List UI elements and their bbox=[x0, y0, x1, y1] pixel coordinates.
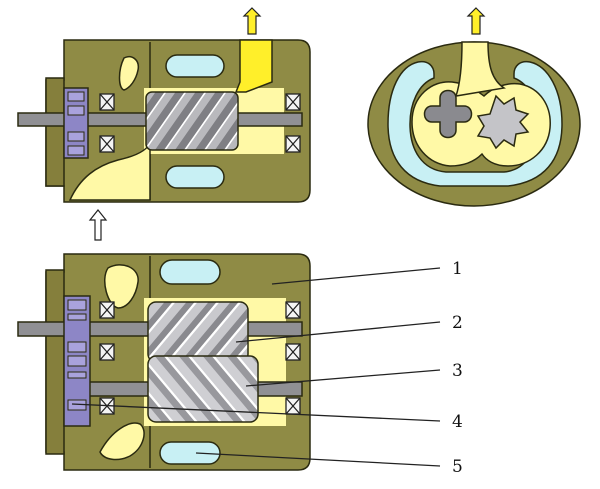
bottom-screw-drive bbox=[147, 301, 249, 363]
callouts: 1 2 3 4 5 bbox=[71, 259, 463, 477]
top-inlet-kidney bbox=[118, 56, 140, 91]
end-coolant-jacket bbox=[387, 60, 563, 187]
callout-3: 3 bbox=[452, 361, 463, 381]
end-rotor-left bbox=[423, 89, 473, 139]
end-rotor-right bbox=[476, 94, 530, 150]
top-discharge-passage bbox=[234, 39, 273, 93]
end-discharge-arrow bbox=[466, 7, 486, 35]
bottom-inlet-kidney-lower bbox=[99, 422, 145, 461]
bottom-section-view bbox=[17, 253, 311, 471]
top-coolant-slot-lower bbox=[165, 165, 225, 189]
top-screw-rotor bbox=[145, 91, 239, 151]
bottom-screw-idler bbox=[147, 355, 259, 423]
top-section-view bbox=[17, 39, 311, 203]
callout-1: 1 bbox=[452, 259, 463, 279]
end-rotor-pocket bbox=[411, 81, 551, 167]
bottom-inlet-kidney-upper bbox=[104, 264, 139, 309]
top-end-plate bbox=[45, 77, 65, 187]
end-discharge-opening bbox=[454, 41, 506, 97]
bottom-end-plate bbox=[45, 269, 65, 455]
bottom-coolant-slot-lower bbox=[159, 441, 221, 465]
bottom-coolant-slot-upper bbox=[159, 259, 221, 285]
inlet-arrow bbox=[88, 209, 108, 241]
top-coolant-slot-upper bbox=[165, 54, 225, 78]
callout-4: 4 bbox=[452, 412, 463, 432]
callout-2: 2 bbox=[452, 313, 463, 333]
callout-5: 5 bbox=[452, 457, 463, 477]
top-discharge-arrow bbox=[242, 7, 262, 35]
end-cross-section-view bbox=[367, 41, 581, 207]
